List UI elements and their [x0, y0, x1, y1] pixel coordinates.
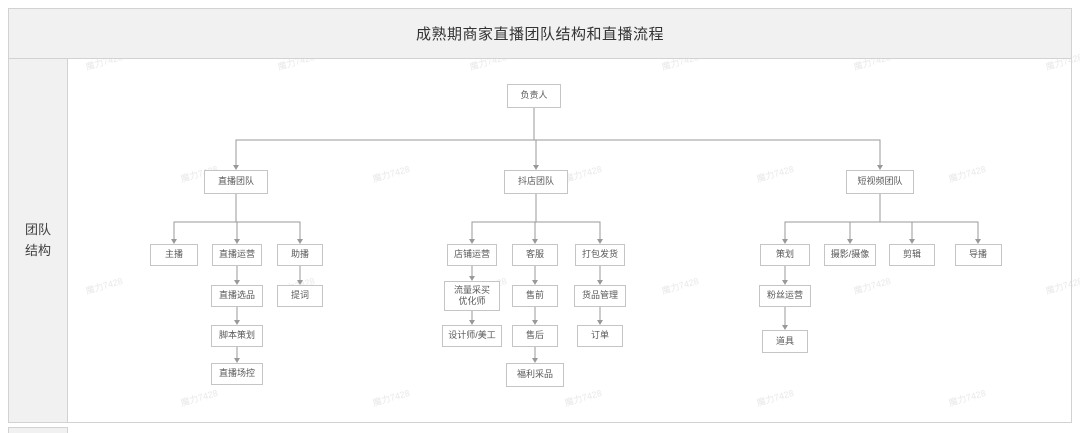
- org-node-label: 主播: [164, 249, 183, 260]
- org-node-label: 导播: [968, 249, 987, 260]
- org-node-label: 粉丝运营: [766, 290, 803, 301]
- org-node-welfare-items: 福利采品: [506, 363, 564, 387]
- org-node-video-team: 短视频团队: [846, 170, 914, 194]
- org-node-host: 主播: [150, 244, 198, 266]
- org-node-packing: 打包发货: [575, 244, 625, 266]
- org-chart-panel: [68, 59, 1072, 423]
- sidebar-label-line-1: 团队: [24, 222, 51, 238]
- org-node-label: 助播: [290, 249, 309, 260]
- org-node-leader: 负责人: [507, 84, 561, 108]
- org-node-label: 直播团队: [217, 176, 254, 187]
- org-node-props: 道具: [762, 330, 808, 353]
- org-node-label: 优化师: [458, 296, 486, 306]
- org-node-store-team: 抖店团队: [504, 170, 568, 194]
- org-node-goods-mgmt: 货品管理: [574, 285, 626, 307]
- org-node-label: 订单: [590, 330, 609, 341]
- next-section-cell: [8, 427, 68, 433]
- org-node-label: 直播选品: [218, 290, 255, 301]
- org-node-label: 打包发货: [581, 249, 618, 260]
- org-node-designer: 设计师/美工: [442, 325, 502, 347]
- sidebar-label: 团队 结构: [25, 220, 51, 260]
- org-node-fan-ops: 粉丝运营: [759, 285, 811, 307]
- org-node-label: 剪辑: [902, 249, 921, 260]
- org-node-prompter: 提词: [277, 285, 323, 307]
- org-node-product-selection: 直播选品: [211, 285, 263, 307]
- org-node-label: 店铺运营: [453, 249, 490, 260]
- org-node-label: 负责人: [520, 90, 548, 101]
- org-node-customer-service: 客服: [512, 244, 558, 266]
- org-node-planning: 策划: [760, 244, 810, 266]
- org-node-label: 客服: [525, 249, 544, 260]
- org-node-label: 售前: [525, 290, 544, 301]
- org-node-label: 短视频团队: [857, 176, 903, 187]
- org-node-label: 道具: [775, 335, 794, 346]
- diagram-title-bar: 成熟期商家直播团队结构和直播流程: [8, 8, 1072, 59]
- page-title: 成熟期商家直播团队结构和直播流程: [415, 26, 664, 43]
- org-node-label: 策划: [775, 249, 794, 260]
- org-node-after-sales: 售后: [512, 325, 558, 347]
- org-node-traffic-optimizer: 流量采买优化师: [444, 281, 500, 311]
- org-node-label: 脚本策划: [218, 330, 255, 341]
- org-node-stage-control: 直播场控: [211, 363, 263, 385]
- org-node-label: 福利采品: [516, 369, 553, 380]
- org-node-label: 流量采买: [453, 284, 490, 295]
- org-node-shop-ops: 店铺运营: [447, 244, 497, 266]
- org-node-editing: 剪辑: [889, 244, 935, 266]
- org-node-label: 设计师/美工: [448, 330, 496, 341]
- org-node-live-ops: 直播运营: [212, 244, 262, 266]
- org-node-label: 抖店团队: [517, 176, 554, 187]
- org-node-label: 货品管理: [581, 290, 618, 301]
- org-node-script-planning: 脚本策划: [211, 325, 263, 347]
- org-node-live-team: 直播团队: [204, 170, 268, 194]
- org-node-label: 直播运营: [218, 249, 255, 260]
- org-node-label: 摄影/摄像: [830, 249, 870, 260]
- sidebar-label-line-2: 结构: [24, 242, 51, 258]
- org-node-camera: 摄影/摄像: [824, 244, 876, 266]
- org-node-orders: 订单: [577, 325, 623, 347]
- sidebar-section-team-structure: 团队 结构: [8, 59, 68, 423]
- org-node-label: 提词: [290, 290, 309, 301]
- org-node-director: 导播: [954, 244, 1002, 266]
- org-node-label: 售后: [525, 330, 544, 341]
- org-node-co-host: 助播: [277, 244, 323, 266]
- org-node-pre-sales: 售前: [512, 285, 558, 307]
- org-node-label: 直播场控: [218, 368, 255, 379]
